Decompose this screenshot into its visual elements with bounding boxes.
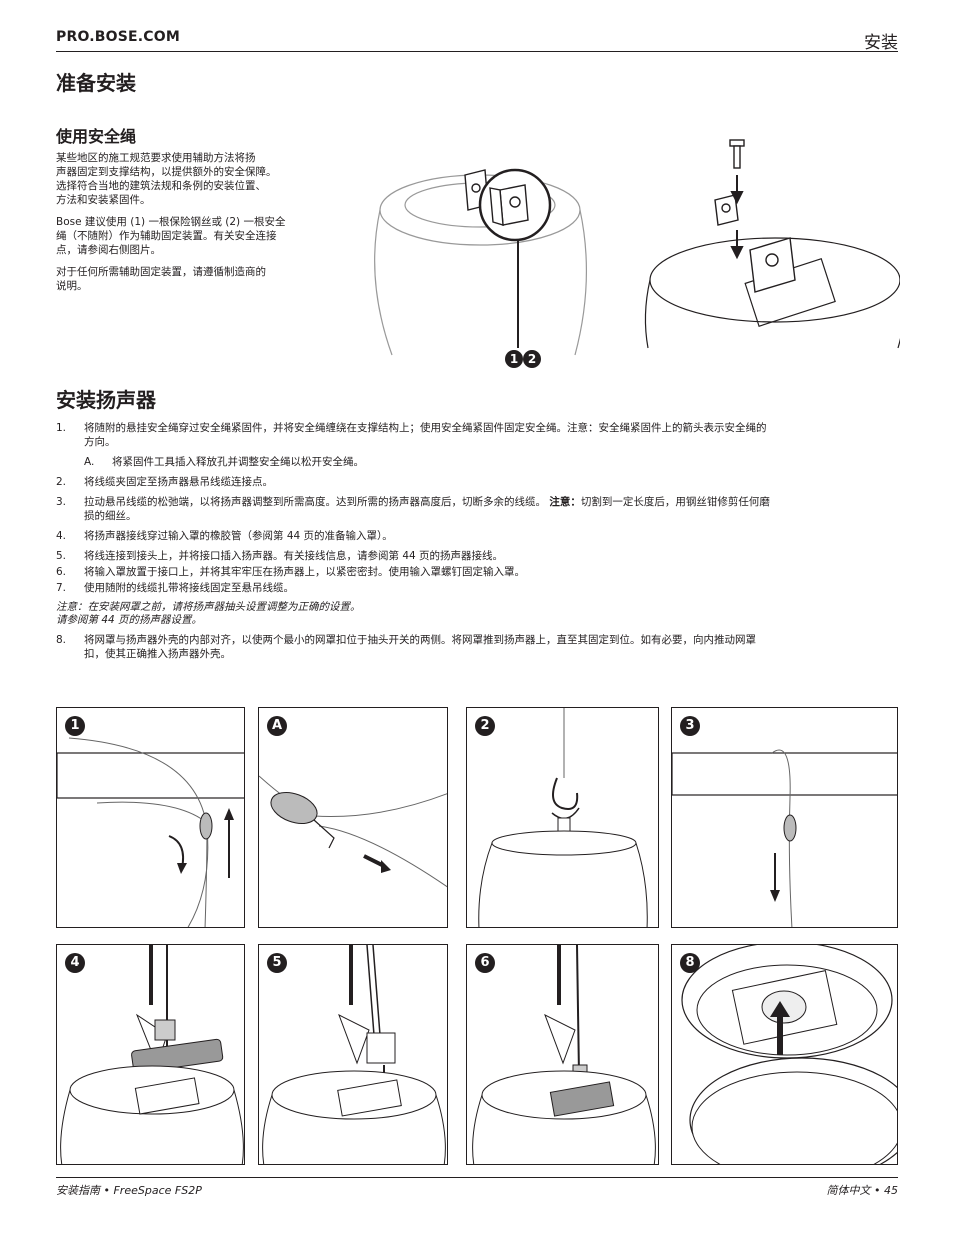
step-number: 1. bbox=[56, 422, 67, 434]
text-line: 损的细丝。 bbox=[84, 510, 137, 522]
panel-step-6: 6 bbox=[466, 944, 659, 1165]
step-number: 8. bbox=[56, 634, 67, 646]
tap-setting-note: 注意：在安装网罩之前，请将扬声器抽头设置调整为正确的设置。 请参阅第 44 页的… bbox=[56, 601, 898, 627]
text-line: 使用随附的线缆扎带将接线固定至悬吊线缆。 bbox=[84, 582, 294, 594]
text-line: 说明。 bbox=[56, 280, 88, 292]
step-number: 3. bbox=[56, 496, 67, 508]
text-span: 拉动悬吊线缆的松弛端，以将扬声器调整到所需高度。达到所需的扬声器高度后，切断多余… bbox=[84, 496, 546, 508]
step-number: A. bbox=[84, 456, 95, 468]
text-line: 方向。 bbox=[84, 436, 116, 448]
site-url[interactable]: PRO.BOSE.COM bbox=[56, 29, 180, 45]
panel-badge: 5 bbox=[267, 953, 287, 973]
bolt bbox=[729, 139, 745, 169]
text-line: 将线缆夹固定至扬声器悬吊线缆连接点。 bbox=[84, 476, 273, 488]
step-number: 5. bbox=[56, 550, 67, 562]
text-line: 绳（不随附）作为辅助固定装置。有关安全连接 bbox=[56, 230, 277, 242]
panel-badge: 6 bbox=[475, 953, 495, 973]
footer-rule bbox=[56, 1177, 898, 1178]
bracket-right bbox=[714, 194, 796, 293]
bracket-zoom bbox=[489, 184, 529, 226]
section-title: 安装 bbox=[864, 33, 898, 53]
step-5: 5. 将线连接到接头上，并将接口插入扬声器。有关接线信息，请参阅第 44 页的扬… bbox=[56, 549, 898, 563]
panel-badge: 4 bbox=[65, 953, 85, 973]
text-span: 切割到一定长度后，用钢丝钳修剪任何磨 bbox=[580, 496, 770, 508]
panel-step-8: 8 bbox=[671, 944, 898, 1165]
paragraph: 对于任何所需辅助固定装置，请遵循制造商的 说明。 bbox=[56, 265, 326, 293]
text-line: 注意：在安装网罩之前，请将扬声器抽头设置调整为正确的设置。 bbox=[56, 601, 361, 613]
text-line: 扣，使其正确推入扬声器外壳。 bbox=[84, 648, 231, 660]
safety-cable-wrap-illustration bbox=[57, 737, 244, 927]
arrow-icon bbox=[770, 890, 780, 902]
paragraph: 某些地区的施工规范要求使用辅助方法将扬 声器固定到支撑结构，以提供额外的安全保障… bbox=[56, 151, 326, 207]
text-line: 将紧固件工具插入释放孔并调整安全绳以松开安全绳。 bbox=[112, 456, 364, 468]
text-line: 请参阅第 44 页的扬声器设置。 bbox=[56, 614, 203, 626]
footer-page-number: 简体中文 • 45 bbox=[826, 1184, 898, 1197]
paragraph: Bose 建议使用 (1) 一根保险钢丝或 (2) 一根安全 绳（不随附）作为辅… bbox=[56, 215, 326, 257]
text-line: 选择符合当地的建筑法规和条例的安装位置、 bbox=[56, 180, 266, 192]
grille-attach-illustration bbox=[681, 945, 897, 1164]
step-2: 2. 将线缆夹固定至扬声器悬吊线缆连接点。 bbox=[56, 475, 898, 489]
step-6: 6. 将输入罩放置于接口上，并将其牢牢压在扬声器上，以紧密密封。使用输入罩螺钉固… bbox=[56, 565, 898, 579]
callout-badge-1: 1 bbox=[505, 350, 523, 368]
text-line: Bose 建议使用 (1) 一根保险钢丝或 (2) 一根安全 bbox=[56, 216, 286, 228]
step-7: 7. 使用随附的线缆扎带将接线固定至悬吊线缆。 bbox=[56, 581, 898, 595]
panel-step-5: 5 bbox=[258, 944, 448, 1165]
panel-badge: A bbox=[267, 716, 287, 736]
safety-text: 某些地区的施工规范要求使用辅助方法将扬 声器固定到支撑结构，以提供额外的安全保障… bbox=[56, 151, 326, 293]
install-steps: 1. 将随附的悬挂安全绳穿过安全绳紧固件，并将安全绳缠绕在支撑结构上；使用安全绳… bbox=[56, 421, 898, 667]
text-line: 声器固定到支撑结构，以提供额外的安全保障。 bbox=[56, 166, 277, 178]
arrow-up-icon bbox=[770, 1001, 790, 1017]
panel-step-a: A bbox=[258, 707, 448, 928]
step-number: 6. bbox=[56, 566, 67, 578]
arrow-down-icon bbox=[730, 175, 744, 260]
prep-title: 准备安装 bbox=[56, 71, 136, 95]
hanging-clip-illustration bbox=[478, 708, 648, 927]
step-4: 4. 将扬声器接线穿过输入罩的橡胶管（参阅第 44 页的准备输入罩）。 bbox=[56, 529, 898, 543]
panel-badge: 3 bbox=[680, 716, 700, 736]
arrow-icon bbox=[381, 860, 391, 873]
text-line: 拉动悬吊线缆的松弛端，以将扬声器调整到所需高度。达到所需的扬声器高度后，切断多余… bbox=[84, 495, 898, 509]
footer-doc-title: 安装指南 • FreeSpace FS2P bbox=[56, 1184, 202, 1197]
step-8: 8. 将网罩与扬声器外壳的内部对齐，以使两个最小的网罩扣位于抽头开关的两侧。将网… bbox=[56, 633, 898, 661]
step-3: 3. 拉动悬吊线缆的松弛端，以将扬声器调整到所需高度。达到所需的扬声器高度后，切… bbox=[56, 495, 898, 523]
adjust-height-illustration bbox=[672, 749, 897, 927]
panel-step-1: 1 bbox=[56, 707, 245, 928]
safety-title: 使用安全绳 bbox=[56, 127, 137, 146]
release-cable-illustration bbox=[259, 775, 447, 888]
panel-step-4: 4 bbox=[56, 944, 245, 1165]
text-line: 将扬声器接线穿过输入罩的橡胶管（参阅第 44 页的准备输入罩）。 bbox=[84, 530, 393, 542]
text-line: 将随附的悬挂安全绳穿过安全绳紧固件，并将安全绳缠绕在支撑结构上；使用安全绳紧固件… bbox=[84, 422, 767, 434]
safety-attachment-illustration bbox=[374, 139, 900, 356]
panel-badge: 2 bbox=[475, 716, 495, 736]
input-cover-seal-illustration bbox=[472, 945, 656, 1164]
text-line: 对于任何所需辅助固定装置，请遵循制造商的 bbox=[56, 266, 266, 278]
panel-step-2: 2 bbox=[466, 707, 659, 928]
text-line: 点，请参阅右侧图片。 bbox=[56, 244, 161, 256]
text-line: 方法和安装紧固件。 bbox=[56, 194, 151, 206]
input-cover-cable-illustration bbox=[60, 945, 244, 1164]
panel-badge: 1 bbox=[65, 716, 85, 736]
connector-insert-illustration bbox=[262, 945, 446, 1164]
panel-step-3: 3 bbox=[671, 707, 898, 928]
header-rule bbox=[56, 51, 898, 52]
panel-badge: 8 bbox=[680, 953, 700, 973]
text-line: 将输入罩放置于接口上，并将其牢牢压在扬声器上，以紧密密封。使用输入罩螺钉固定输入… bbox=[84, 566, 525, 578]
install-title: 安装扬声器 bbox=[56, 388, 156, 412]
step-a: A. 将紧固件工具插入释放孔并调整安全绳以松开安全绳。 bbox=[56, 455, 898, 469]
note-label: 注意： bbox=[549, 496, 581, 508]
text-line: 将网罩与扬声器外壳的内部对齐，以使两个最小的网罩扣位于抽头开关的两侧。将网罩推到… bbox=[84, 634, 756, 646]
arrow-icon bbox=[224, 808, 234, 820]
text-line: 某些地区的施工规范要求使用辅助方法将扬 bbox=[56, 152, 256, 164]
step-1: 1. 将随附的悬挂安全绳穿过安全绳紧固件，并将安全绳缠绕在支撑结构上；使用安全绳… bbox=[56, 421, 898, 449]
arrow-icon bbox=[177, 863, 187, 874]
callout-badge-2: 2 bbox=[523, 350, 541, 368]
step-number: 7. bbox=[56, 582, 67, 594]
text-line: 将线连接到接头上，并将接口插入扬声器。有关接线信息，请参阅第 44 页的扬声器接… bbox=[84, 550, 504, 562]
step-number: 4. bbox=[56, 530, 67, 542]
step-number: 2. bbox=[56, 476, 67, 488]
